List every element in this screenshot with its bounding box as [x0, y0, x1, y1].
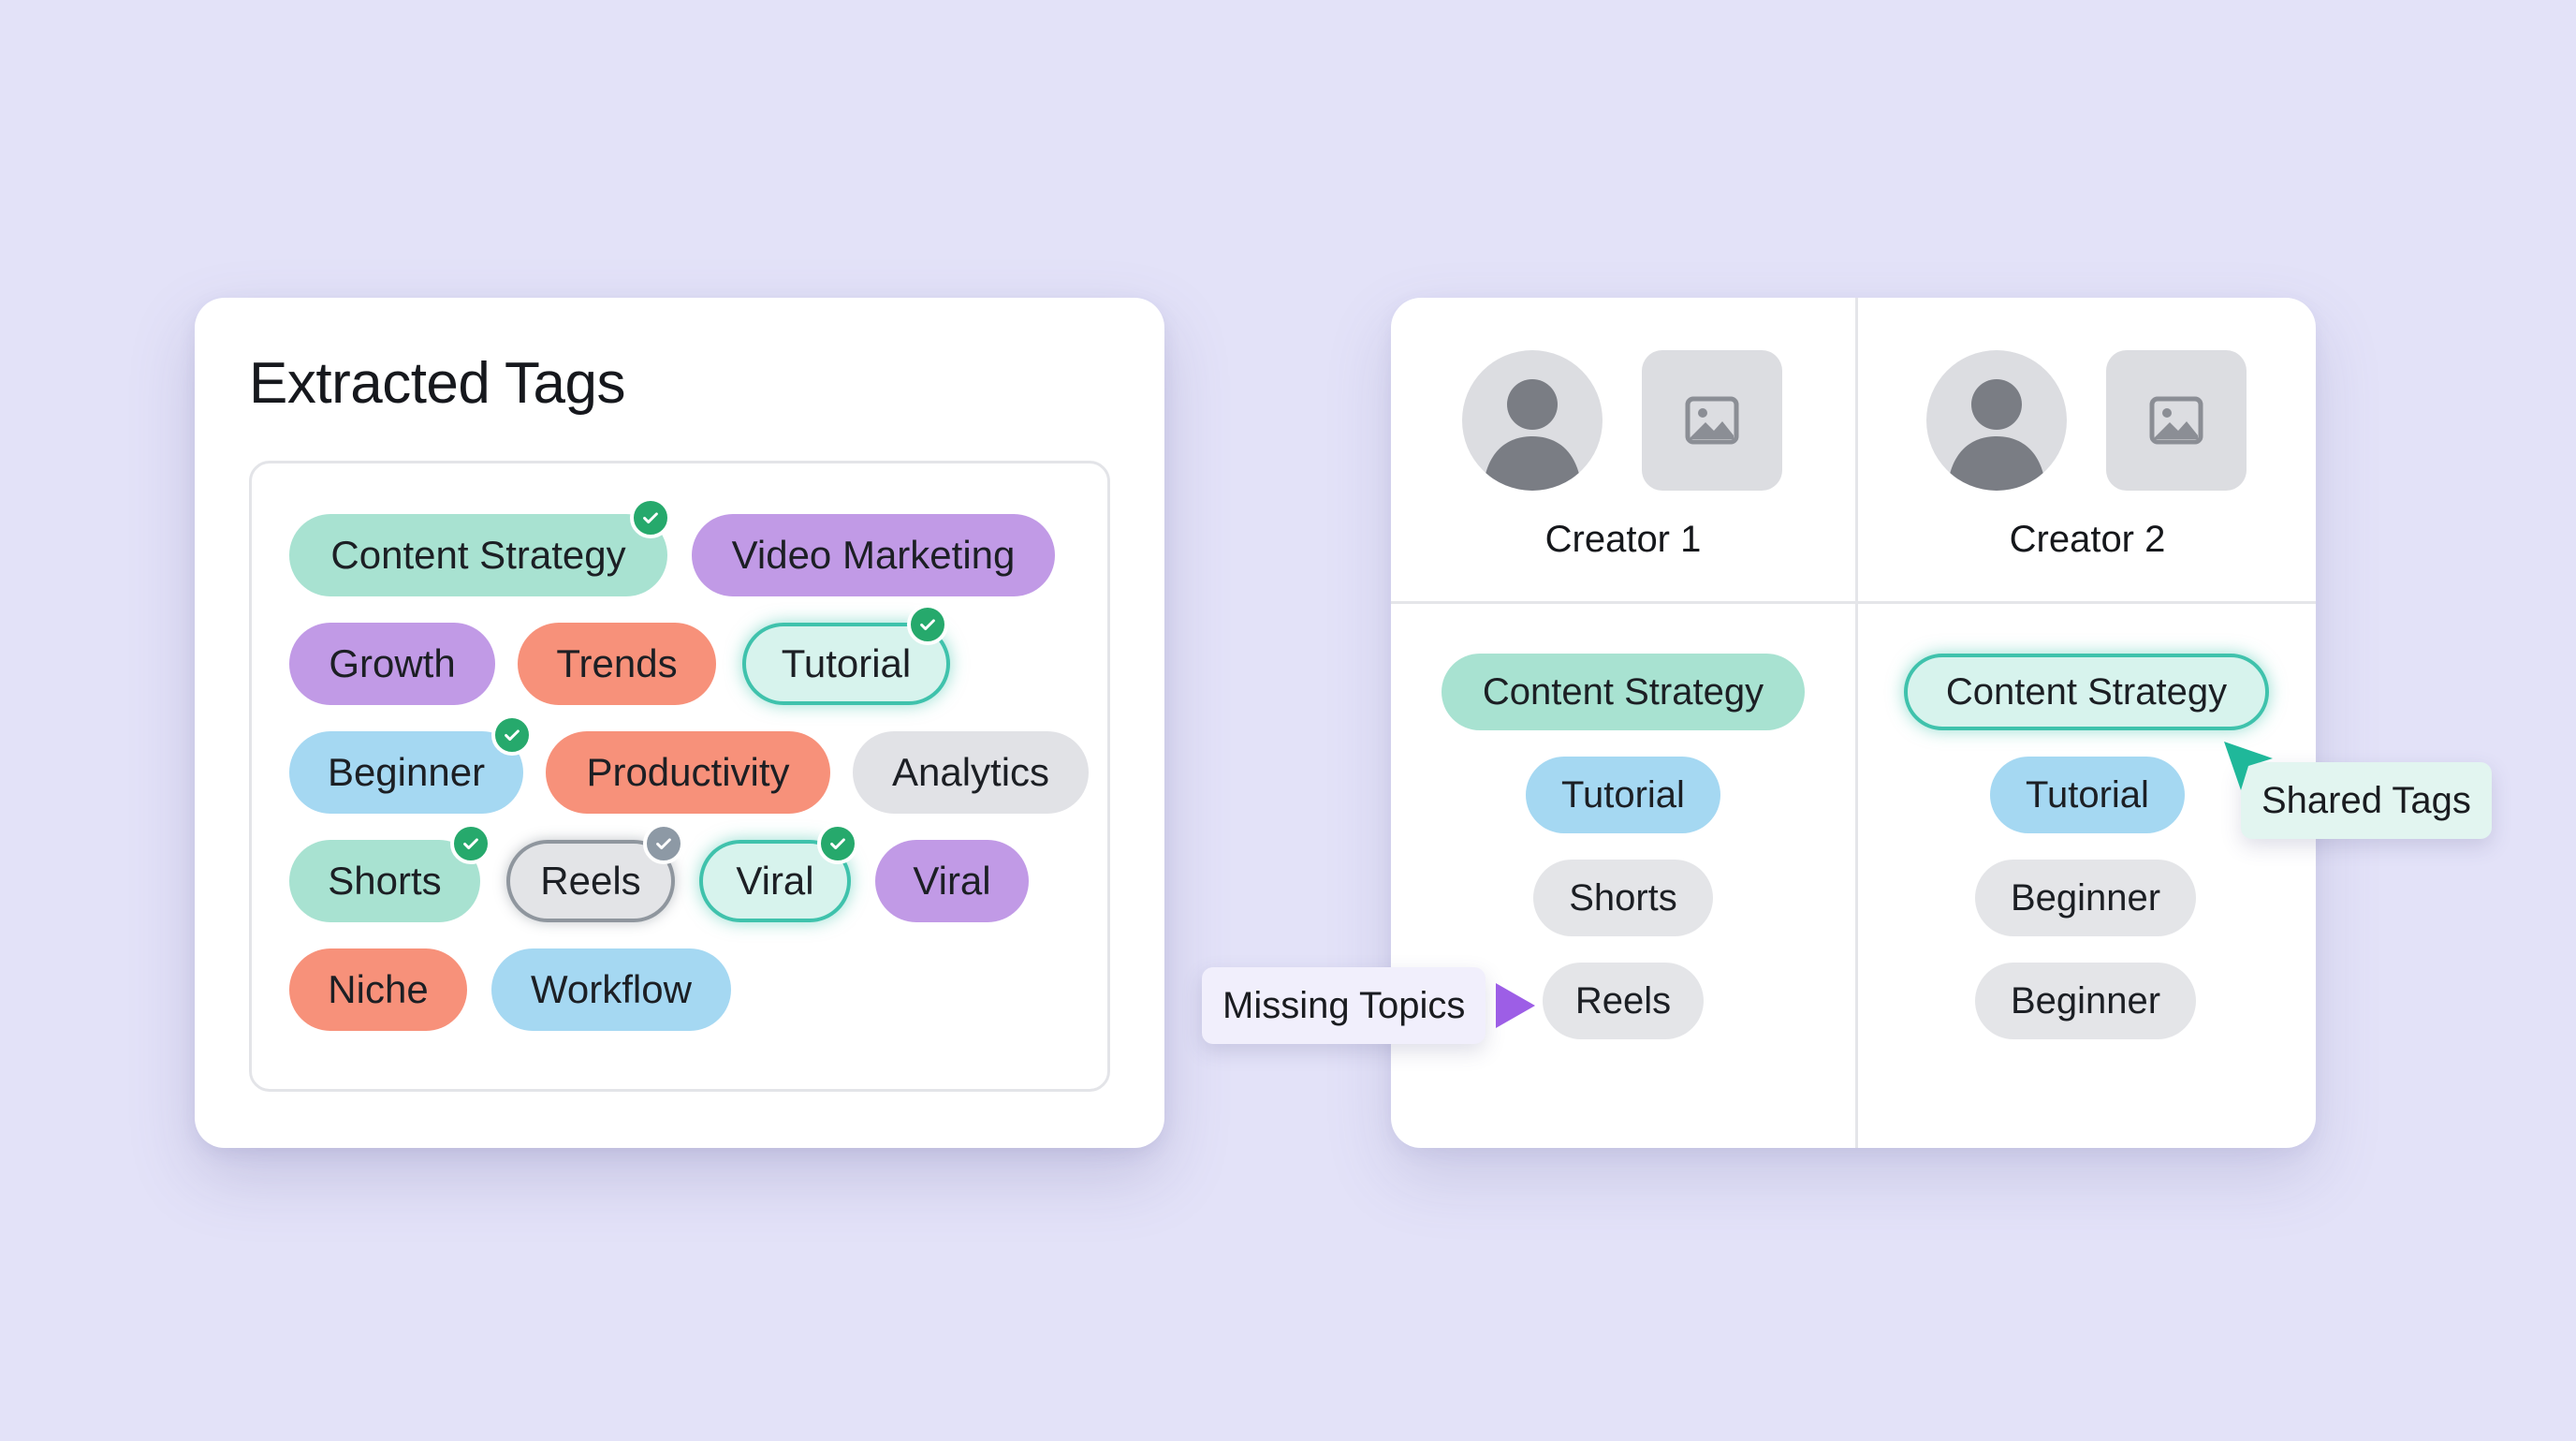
- check-icon: [630, 497, 671, 538]
- creator2-tag-content-strategy[interactable]: Content Strategy: [1904, 654, 2269, 730]
- missing-topics-callout: Missing Topics: [1202, 967, 1486, 1044]
- tag-label: Content Strategy: [330, 533, 626, 577]
- tag-label: Viral: [736, 859, 814, 903]
- tag-video-marketing[interactable]: Video Marketing: [692, 514, 1055, 596]
- check-icon: [491, 714, 533, 756]
- creator2-tag-tutorial[interactable]: Tutorial: [1990, 757, 2185, 833]
- tag-productivity[interactable]: Productivity: [546, 731, 830, 814]
- tag-label: Content Strategy: [1945, 670, 2228, 713]
- tag-label: Tutorial: [1561, 773, 1685, 816]
- tag-label: Viral: [913, 859, 991, 903]
- tag-label: Shorts: [328, 859, 442, 903]
- creator-name: Creator 2: [2009, 519, 2166, 560]
- column-divider: [1855, 298, 1858, 1148]
- tag-label: Niche: [328, 967, 429, 1011]
- tag-workflow[interactable]: Workflow: [491, 948, 731, 1031]
- tag-label: Beginner: [2010, 876, 2161, 919]
- tag-label: Tutorial: [781, 641, 912, 685]
- card-title: Extracted Tags: [249, 351, 625, 416]
- shared-tags-callout: Shared Tags: [2241, 762, 2492, 839]
- user-avatar-icon[interactable]: [1926, 350, 2067, 491]
- tag-label: Shorts: [1569, 876, 1677, 919]
- tag-list: Content Strategy Video Marketing Growth …: [249, 461, 1110, 1092]
- tag-analytics[interactable]: Analytics: [853, 731, 1089, 814]
- tag-label: Reels: [1574, 979, 1672, 1022]
- tag-viral-2[interactable]: Viral: [875, 840, 1029, 922]
- check-icon: [907, 604, 948, 645]
- creator1-tag-reels[interactable]: Reels: [1543, 963, 1704, 1039]
- tag-label: Beginner: [327, 750, 486, 794]
- creator1-tag-content-strategy[interactable]: Content Strategy: [1442, 654, 1805, 730]
- callout-label: Shared Tags: [2261, 779, 2471, 821]
- tag-growth[interactable]: Growth: [289, 623, 495, 705]
- check-icon: [817, 823, 858, 864]
- tag-label: Trends: [556, 641, 678, 685]
- tag-niche[interactable]: Niche: [289, 948, 467, 1031]
- tag-label: Workflow: [531, 967, 692, 1011]
- tag-label: Video Marketing: [731, 533, 1016, 577]
- row-divider: [1391, 601, 2316, 604]
- tag-label: Tutorial: [2026, 773, 2149, 816]
- creator1-tag-tutorial[interactable]: Tutorial: [1526, 757, 1720, 833]
- tag-trends[interactable]: Trends: [518, 623, 716, 705]
- user-avatar-icon[interactable]: [1462, 350, 1603, 491]
- creator2-tag-beginner[interactable]: Beginner: [1975, 860, 2196, 936]
- tag-label: Productivity: [586, 750, 790, 794]
- tag-label: Growth: [329, 641, 456, 685]
- tag-shorts[interactable]: Shorts: [289, 840, 480, 922]
- creator1-tag-shorts[interactable]: Shorts: [1533, 860, 1713, 936]
- creator-name: Creator 1: [1544, 519, 1702, 560]
- image-placeholder-icon[interactable]: [1642, 350, 1782, 491]
- tag-content-strategy[interactable]: Content Strategy: [289, 514, 667, 596]
- tag-label: Beginner: [2010, 979, 2161, 1022]
- creator-comparison-card: Creator 1 Creator 2 Content Strategy Tut…: [1391, 298, 2316, 1148]
- callout-label: Missing Topics: [1222, 984, 1466, 1026]
- tag-label: Reels: [540, 859, 641, 903]
- arrow-right-icon: [1496, 983, 1535, 1028]
- cursor-pointer-icon: [2224, 742, 2273, 790]
- check-icon: [643, 823, 684, 864]
- extracted-tags-card: Extracted Tags Content Strategy Video Ma…: [195, 298, 1164, 1148]
- check-icon: [450, 823, 491, 864]
- tag-beginner[interactable]: Beginner: [289, 731, 523, 814]
- creator2-tag-beginner-2[interactable]: Beginner: [1975, 963, 2196, 1039]
- tag-label: Analytics: [891, 750, 1050, 794]
- tag-label: Content Strategy: [1482, 670, 1764, 713]
- image-placeholder-icon[interactable]: [2106, 350, 2247, 491]
